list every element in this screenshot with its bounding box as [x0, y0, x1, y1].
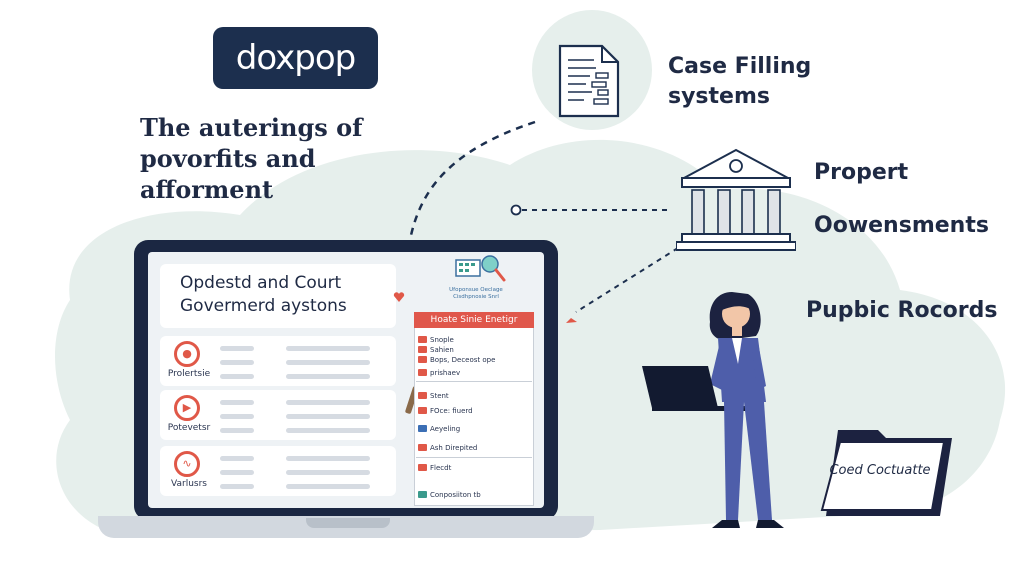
connector-panel [575, 247, 679, 313]
laptop-notch [306, 518, 390, 528]
panel-item[interactable]: Sahien [418, 346, 454, 354]
panel-item[interactable]: Flecdt [418, 464, 451, 472]
case-filing-label: Case Filling systems [668, 54, 812, 109]
screen-title: Opdestd and Court Govermerd aystons [180, 273, 347, 316]
heart-marker-icon [393, 292, 405, 302]
search-icon [455, 255, 506, 282]
panel-item[interactable]: Stent [418, 392, 449, 400]
governments-label: Oowensments [814, 213, 989, 238]
panel-header: Hoate Sinie Enetigr [414, 312, 534, 328]
connector-doc [399, 120, 536, 297]
public-records-label: Pupbic Rocords [806, 298, 998, 323]
panel-item[interactable]: prishaev [418, 369, 460, 377]
play-icon: ▶ [174, 395, 200, 421]
document-icon [558, 44, 620, 118]
person-illustration [642, 292, 784, 528]
propert-label: Propert [814, 160, 909, 185]
folder-label: Coed Coctuatte [829, 463, 931, 478]
search-panel [414, 312, 534, 506]
panel-item[interactable]: Snople [418, 336, 454, 344]
panel-item[interactable]: FOce: fiuerd [418, 407, 473, 415]
row-label: Prolertsie [167, 369, 211, 379]
panel-item[interactable]: Bops, Deceost ope [418, 356, 495, 364]
list-item[interactable]: ∿ Varlusrs [160, 446, 396, 496]
panel-item[interactable]: Aeyeling [418, 425, 460, 433]
mini-caption: Ufoponsue Oeclage Cisdhpnosie Snrl [449, 287, 503, 300]
courthouse-icon [676, 148, 796, 251]
screen-title-card: Opdestd and Court Govermerd aystons [160, 264, 396, 328]
headline: The auterings of povorfits and afforment [140, 113, 363, 204]
wave-icon: ∿ [174, 451, 200, 477]
panel-item[interactable]: Conposiiton tb [418, 491, 481, 499]
doxpop-logo: doxpop [213, 27, 378, 89]
list-item[interactable]: ● Prolertsie [160, 336, 396, 386]
circle-icon: ● [174, 341, 200, 367]
row-label: Varlusrs [171, 479, 207, 489]
row-label: Potevetsr [167, 423, 211, 433]
panel-item[interactable]: Ash Direpited [418, 444, 477, 452]
list-item[interactable]: ▶ Potevetsr [160, 390, 396, 440]
folder-icon [820, 430, 952, 516]
